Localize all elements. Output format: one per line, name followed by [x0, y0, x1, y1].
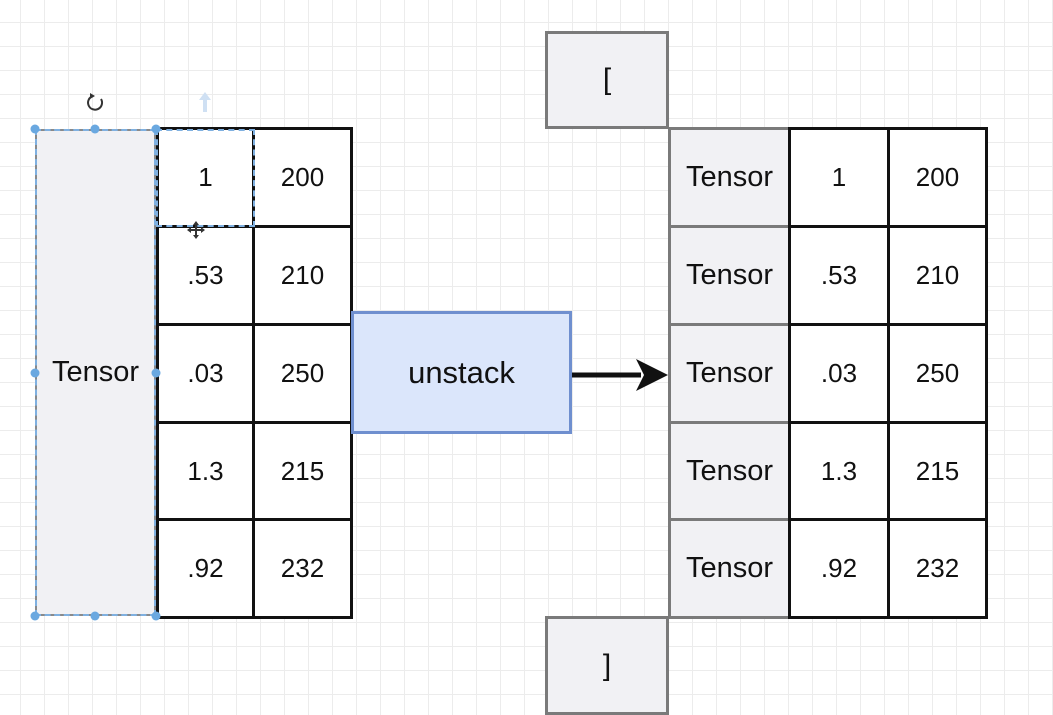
rotate-icon[interactable] — [87, 93, 104, 111]
cell-text: .53 — [820, 260, 858, 290]
close-bracket-box[interactable]: ] — [545, 616, 669, 715]
resize-handle-top[interactable] — [90, 124, 100, 134]
resize-handle-bottom[interactable] — [90, 611, 100, 621]
output-cell-r0-c0[interactable]: 1 — [788, 127, 890, 228]
output-cell-r1-c1[interactable]: 210 — [887, 225, 988, 326]
output-cell-r0-c1[interactable]: 200 — [887, 127, 988, 228]
tensor-label-text: Tensor — [685, 552, 774, 584]
cell-text: .92 — [187, 553, 224, 583]
cell-text: 215 — [280, 455, 325, 486]
input-cell-r1-c1[interactable]: 210 — [252, 225, 353, 326]
cell-text: 1 — [831, 162, 847, 192]
cell-text: 1.3 — [820, 455, 858, 486]
output-cell-r3-c0[interactable]: 1.3 — [788, 421, 890, 521]
output-tensor-label[interactable]: Tensor — [668, 421, 791, 521]
cell-text: .53 — [187, 260, 224, 290]
cell-text: .03 — [187, 358, 224, 388]
output-cell-r4-c0[interactable]: .92 — [788, 518, 890, 619]
cell-text: 210 — [915, 260, 960, 290]
tensor-label-text: Tensor — [685, 454, 774, 487]
cell-text: 200 — [915, 162, 960, 192]
cell-text: 250 — [280, 358, 325, 388]
connect-arrow-up-icon[interactable] — [199, 92, 211, 112]
cell-text: 232 — [915, 553, 960, 583]
cell-text: 210 — [280, 260, 325, 290]
tensor-label-text: Tensor — [685, 161, 774, 193]
resize-handle-left[interactable] — [30, 368, 40, 378]
cell-text: 1.3 — [187, 455, 224, 486]
resize-handle-right[interactable] — [151, 368, 161, 378]
output-tensor-label[interactable]: Tensor — [668, 127, 791, 228]
arrow-right-icon — [572, 359, 668, 391]
input-cell-r2-c1[interactable]: 250 — [252, 323, 353, 424]
open-bracket-box[interactable]: [ — [545, 31, 669, 129]
cell-text: .92 — [820, 553, 858, 583]
unstack-label: unstack — [408, 354, 515, 390]
input-tensor-label-text: Tensor — [51, 356, 140, 388]
unstack-operation-box[interactable]: unstack — [351, 311, 572, 434]
output-cell-r1-c0[interactable]: .53 — [788, 225, 890, 326]
output-tensor-label[interactable]: Tensor — [668, 518, 791, 619]
output-tensor-label[interactable]: Tensor — [668, 323, 791, 424]
tensor-label-text: Tensor — [685, 357, 774, 389]
cell-text: .03 — [820, 358, 858, 388]
output-tensor-label[interactable]: Tensor — [668, 225, 791, 326]
cell-text: 215 — [915, 455, 960, 486]
cell-text: 200 — [280, 162, 325, 192]
cell-text: 232 — [280, 553, 325, 583]
open-bracket-text: [ — [602, 63, 612, 96]
move-cursor-icon — [187, 221, 205, 239]
input-cell-r4-c1[interactable]: 232 — [252, 518, 353, 619]
cell-text: 250 — [915, 358, 960, 388]
input-tensor-label[interactable]: Tensor — [35, 129, 156, 616]
cell-text: 1 — [198, 162, 213, 192]
output-cell-r3-c1[interactable]: 215 — [887, 421, 988, 521]
close-bracket-text: ] — [602, 648, 612, 682]
resize-handle-top-right[interactable] — [151, 124, 161, 134]
tensor-label-text: Tensor — [685, 259, 774, 291]
output-cell-r2-c0[interactable]: .03 — [788, 323, 890, 424]
output-cell-r4-c1[interactable]: 232 — [887, 518, 988, 619]
output-cell-r2-c1[interactable]: 250 — [887, 323, 988, 424]
resize-handle-bottom-right[interactable] — [151, 611, 161, 621]
resize-handle-bottom-left[interactable] — [30, 611, 40, 621]
resize-handle-top-left[interactable] — [30, 124, 40, 134]
